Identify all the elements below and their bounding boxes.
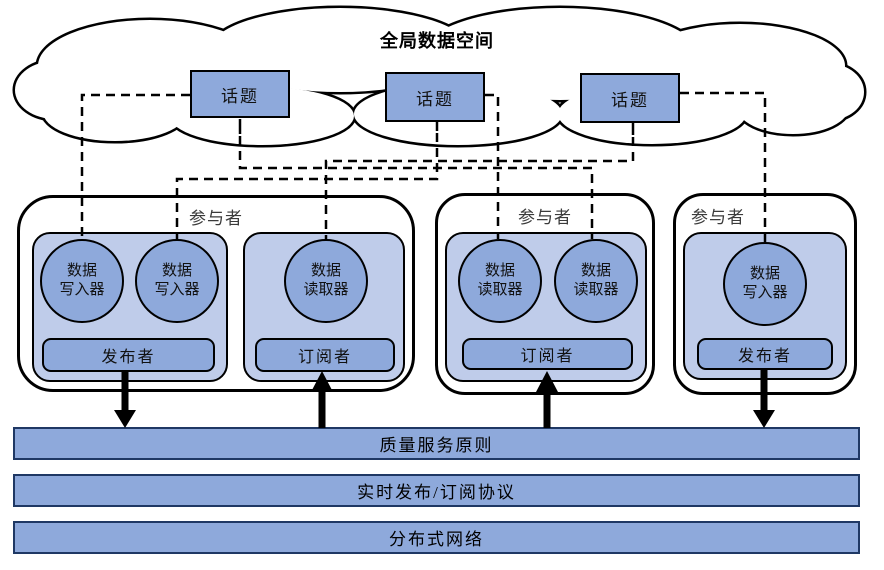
topic-box-3: 话题: [580, 73, 680, 123]
data-reader-circle-3: 数据 读取器: [554, 239, 638, 323]
network-layer-bar: 分布式网络: [13, 521, 860, 554]
qos-layer-bar: 质量服务原则: [13, 427, 860, 460]
topic-box-1: 话题: [190, 70, 290, 118]
subscribe-arrow-2-shaft: [543, 390, 551, 428]
data-writer-circle-1: 数据 写入器: [40, 239, 124, 323]
data-reader-circle-2-line1: 数据: [484, 263, 515, 280]
topic-box-2: 话题: [385, 72, 485, 122]
publish-arrow-2-head: [753, 410, 775, 428]
data-reader-circle-2: 数据 读取器: [458, 239, 542, 323]
data-writer-circle-1-line2: 写入器: [59, 282, 105, 298]
subscribe-arrow-1-shaft: [318, 390, 326, 428]
data-reader-circle-3-line1: 数据: [580, 263, 611, 280]
data-writer-circle-3-line2: 写入器: [742, 285, 788, 301]
publisher-bar-2: 发布者: [697, 338, 833, 370]
participant-2-label: 参与者: [518, 208, 572, 227]
data-writer-circle-1-line1: 数据: [66, 263, 97, 280]
data-writer-circle-2-line2: 写入器: [154, 282, 200, 298]
subscriber-bar-1: 订阅者: [255, 338, 395, 372]
data-writer-circle-2: 数据 写入器: [135, 239, 219, 323]
publish-arrow-1-head: [114, 410, 136, 428]
participant-3-label: 参与者: [691, 208, 745, 227]
data-reader-circle-1-line1: 数据: [310, 263, 341, 280]
subscriber-bar-2: 订阅者: [462, 338, 633, 370]
data-reader-circle-2-line2: 读取器: [477, 282, 523, 298]
publisher-bar-1: 发布者: [42, 338, 215, 372]
data-writer-circle-3-line1: 数据: [749, 266, 780, 283]
data-reader-circle-3-line2: 读取器: [573, 282, 619, 298]
data-writer-circle-2-line1: 数据: [161, 263, 192, 280]
rtps-layer-bar: 实时发布/订阅协议: [13, 474, 860, 507]
data-reader-circle-1: 数据 读取器: [284, 239, 368, 323]
data-writer-circle-3: 数据 写入器: [723, 242, 807, 326]
data-reader-circle-1-line2: 读取器: [303, 282, 349, 298]
participant-1-label: 参与者: [189, 209, 243, 228]
global-data-space-title: 全局数据空间: [380, 31, 494, 51]
